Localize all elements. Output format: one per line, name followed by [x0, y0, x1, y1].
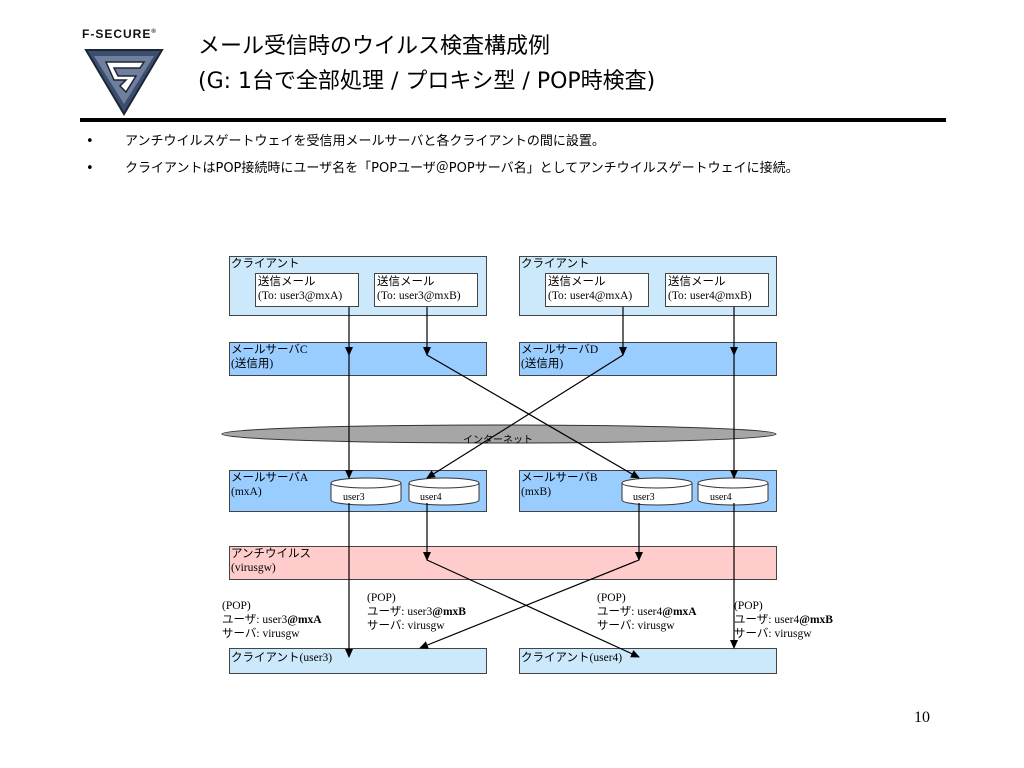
- pop-server: サーバ: virusgw: [597, 620, 675, 632]
- bullet-text-1: アンチウイルスゲートウェイを受信用メールサーバと各クライアントの間に設置。: [125, 134, 605, 149]
- bullet-text-2: クライアントはPOP接続時にユーザ名を「POPユーザ＠POPサーバ名」としてアン…: [125, 161, 799, 176]
- bullet-item-1: • アンチウイルスゲートウェイを受信用メールサーバと各クライアントの間に設置。: [86, 133, 605, 151]
- pop-user: ユーザ: user4@mxA: [597, 606, 697, 618]
- mailbox-b-user3-label: user3: [633, 492, 655, 503]
- pop-user: ユーザ: user3@mxB: [367, 606, 466, 618]
- mail-server-a-label: メールサーバA (mxA): [231, 471, 308, 499]
- sent-mail-user3-mxb: 送信メール (To: user3@mxB): [374, 273, 478, 307]
- slide-title-line1: メール受信時のウイルス検査構成例: [198, 34, 551, 59]
- server-role: (送信用): [521, 358, 564, 370]
- slide-title-line2: (G: 1台で全部処理 / プロキシ型 / POP時検査): [198, 69, 656, 94]
- client-user3-label: クライアント(user3): [231, 652, 333, 664]
- pop-server: サーバ: virusgw: [222, 628, 300, 640]
- mail-server-c-label: メールサーバC (送信用): [231, 343, 308, 371]
- antivirus-host: (virusgw): [231, 562, 276, 574]
- pop-setting-user3-mxb: (POP) ユーザ: user3@mxB サーバ: virusgw: [367, 591, 466, 633]
- server-name: メールサーバD: [521, 344, 599, 356]
- sent-mail-label: 送信メール: [668, 276, 726, 288]
- sent-mail-user3-mxa: 送信メール (To: user3@mxA): [255, 273, 359, 307]
- server-role: (送信用): [231, 358, 274, 370]
- pop-protocol: (POP): [597, 592, 626, 604]
- mail-server-b-label: メールサーバB (mxB): [521, 471, 598, 499]
- title-divider: [80, 118, 946, 122]
- client-user4-label: クライアント(user4): [521, 652, 623, 664]
- pop-setting-user4-mxa: (POP) ユーザ: user4@mxA サーバ: virusgw: [597, 591, 697, 633]
- pop-user: ユーザ: user4@mxB: [734, 614, 833, 626]
- server-name: メールサーバA: [231, 472, 309, 484]
- pop-setting-user4-mxb: (POP) ユーザ: user4@mxB サーバ: virusgw: [734, 599, 833, 641]
- sent-mail-to: (To: user3@mxB): [377, 290, 461, 302]
- pop-server: サーバ: virusgw: [367, 620, 445, 632]
- sent-mail-to: (To: user3@mxA): [258, 290, 343, 302]
- sent-mail-label: 送信メール: [548, 276, 606, 288]
- pop-server: サーバ: virusgw: [734, 628, 812, 640]
- pop-setting-user3-mxa: (POP) ユーザ: user3@mxA サーバ: virusgw: [222, 599, 322, 641]
- logo: F-SECURE®: [78, 22, 170, 122]
- sent-mail-user4-mxa: 送信メール (To: user4@mxA): [545, 273, 649, 307]
- shield-logo-icon: [84, 49, 164, 116]
- internet-label: インターネット: [463, 428, 533, 447]
- antivirus-name: アンチウイルス: [231, 548, 312, 560]
- sent-mail-label: 送信メール: [258, 276, 316, 288]
- server-host: (mxA): [231, 486, 262, 498]
- internet-text: インターネット: [463, 435, 533, 446]
- server-host: (mxB): [521, 486, 552, 498]
- server-name: メールサーバC: [231, 344, 308, 356]
- mailbox-a-user3-label: user3: [343, 492, 365, 503]
- sent-mail-to: (To: user4@mxA): [548, 290, 633, 302]
- pop-protocol: (POP): [367, 592, 396, 604]
- pop-user: ユーザ: user3@mxA: [222, 614, 322, 626]
- sent-mail-label: 送信メール: [377, 276, 435, 288]
- sent-mail-user4-mxb: 送信メール (To: user4@mxB): [665, 273, 769, 307]
- antivirus-gateway-label: アンチウイルス (virusgw): [231, 547, 311, 575]
- logo-text: F-SECURE®: [82, 27, 157, 41]
- mailbox-a-user4-label: user4: [420, 492, 442, 503]
- bullet-dot: •: [86, 134, 94, 149]
- pop-protocol: (POP): [222, 600, 251, 612]
- server-name: メールサーバB: [521, 472, 598, 484]
- mail-server-d-label: メールサーバD (送信用): [521, 343, 598, 371]
- bullet-dot: •: [86, 161, 94, 176]
- pop-protocol: (POP): [734, 600, 763, 612]
- sent-mail-to: (To: user4@mxB): [668, 290, 752, 302]
- mailbox-b-user4-label: user4: [710, 492, 732, 503]
- client-left-label: クライアント: [231, 258, 300, 270]
- page-number: 10: [914, 709, 930, 726]
- bullet-item-2: • クライアントはPOP接続時にユーザ名を「POPユーザ＠POPサーバ名」としてア…: [86, 160, 799, 178]
- antivirus-gateway: [229, 546, 777, 580]
- client-right-label: クライアント: [521, 258, 590, 270]
